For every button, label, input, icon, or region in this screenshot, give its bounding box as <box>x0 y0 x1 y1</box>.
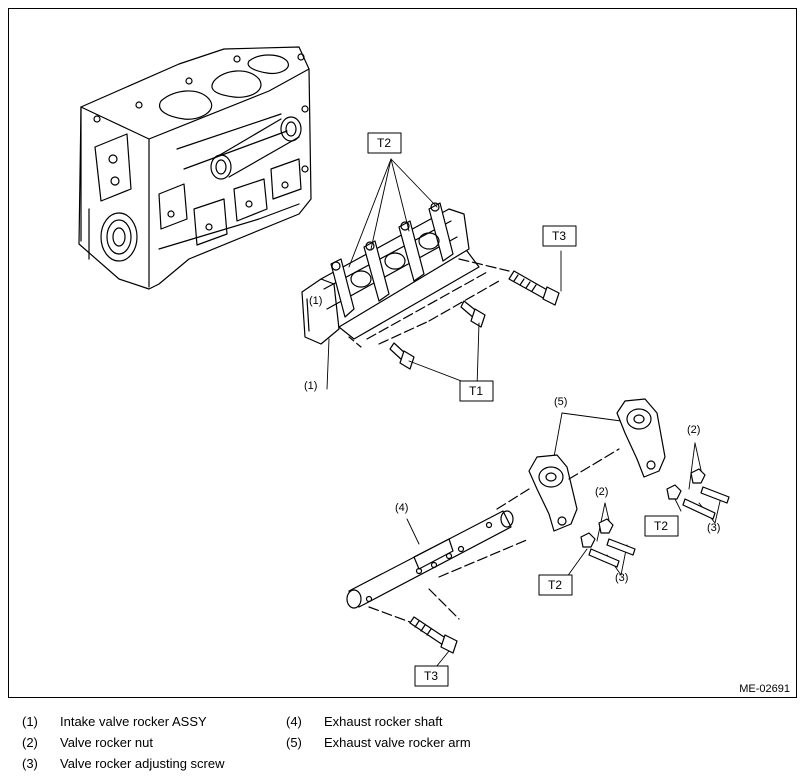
bolt-t3-bottom-drawing <box>409 616 458 654</box>
legend-text: Exhaust valve rocker arm <box>324 735 471 750</box>
intake-rocker-assy-drawing <box>301 202 510 348</box>
bolt-t3-top-drawing <box>508 270 560 306</box>
callout-3-right: (3) <box>707 522 720 534</box>
legend-text: Valve rocker adjusting screw <box>60 756 225 771</box>
exhaust-rocker-arm-drawing <box>496 398 666 532</box>
callout-3-mid: (3) <box>615 572 628 584</box>
legend-num: (2) <box>22 735 38 750</box>
torque-box-t2-right: T2 <box>654 519 668 533</box>
torque-box-t1: T1 <box>469 384 483 398</box>
legend-num: (1) <box>22 714 38 729</box>
callout-2-mid: (2) <box>595 486 608 498</box>
exploded-view-diagram: T2 T3 T1 T2 T2 T3 (1) (1) (2) (2) (3) (3… <box>8 8 797 698</box>
torque-box-t3-bottom: T3 <box>424 669 438 683</box>
legend-item-2: (2) Valve rocker nut <box>22 733 153 753</box>
torque-box-t2-mid: T2 <box>548 578 562 592</box>
legend-num: (5) <box>286 735 302 750</box>
legend-num: (4) <box>286 714 302 729</box>
legend-text: Valve rocker nut <box>60 735 153 750</box>
legend-item-4: (4) Exhaust rocker shaft <box>286 712 443 732</box>
bolt-t1-drawing <box>389 300 486 370</box>
torque-boxes <box>367 132 679 687</box>
callout-1-small: (1) <box>309 295 322 307</box>
callout-4: (4) <box>395 502 408 514</box>
leader-lines <box>326 158 722 673</box>
callout-5: (5) <box>554 396 567 408</box>
legend-text: Exhaust rocker shaft <box>324 714 443 729</box>
legend-item-5: (5) Exhaust valve rocker arm <box>286 733 471 753</box>
legend-item-1: (1) Intake valve rocker ASSY <box>22 712 207 732</box>
legend-num: (3) <box>22 756 38 771</box>
legend-item-3: (3) Valve rocker adjusting screw <box>22 754 225 774</box>
parts-legend: (1) Intake valve rocker ASSY (2) Valve roc… <box>22 712 782 774</box>
legend-text: Intake valve rocker ASSY <box>60 714 207 729</box>
figure-id: ME-02691 <box>739 683 790 695</box>
diagram-canvas: T2 T3 T1 T2 T2 T3 (1) (1) (2) (2) (3) (3… <box>78 46 730 687</box>
torque-box-t3-top: T3 <box>552 229 566 243</box>
torque-box-t2-top: T2 <box>377 136 391 150</box>
callout-2-right: (2) <box>687 424 700 436</box>
callout-1: (1) <box>304 380 317 392</box>
nuts-and-screws-drawing <box>580 468 730 568</box>
cylinder-head-drawing <box>78 46 312 290</box>
exhaust-rocker-shaft-drawing <box>346 510 530 630</box>
